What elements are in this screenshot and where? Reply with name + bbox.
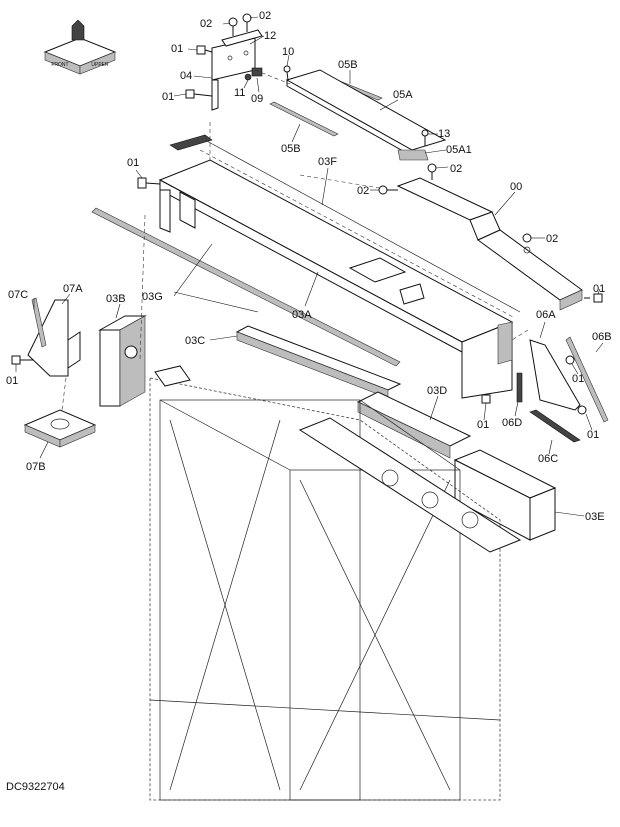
callout-05a1: 05A1 bbox=[446, 144, 472, 156]
plate-05a bbox=[285, 69, 447, 161]
callout-03b: 03B bbox=[106, 293, 126, 305]
strip-05b-lower bbox=[269, 101, 339, 137]
callout-06d: 06D bbox=[502, 417, 522, 429]
callout-06b: 06B bbox=[592, 331, 612, 343]
cooling-frame bbox=[149, 365, 522, 801]
callout-13: 13 bbox=[438, 128, 450, 140]
callout-01: 01 bbox=[593, 283, 605, 295]
callout-03c: 03C bbox=[185, 335, 205, 347]
badge-right-text: UPPER bbox=[91, 62, 109, 68]
callout-05a: 05A bbox=[393, 89, 413, 101]
callout-00: 00 bbox=[510, 181, 522, 193]
bracket-04 bbox=[211, 29, 263, 111]
callout-03e: 03E bbox=[585, 511, 605, 523]
callout-12: 12 bbox=[264, 30, 276, 42]
callout-01: 01 bbox=[6, 375, 18, 387]
cover-03f bbox=[158, 134, 521, 343]
pad-03d bbox=[356, 391, 472, 459]
clip-09 bbox=[251, 67, 263, 77]
bracket-00 bbox=[396, 177, 583, 311]
block-03b bbox=[98, 315, 147, 407]
callout-05b: 05B bbox=[281, 143, 301, 155]
callout-03g: 03G bbox=[142, 291, 163, 303]
seal-06b bbox=[565, 336, 609, 423]
assembly-lines bbox=[61, 69, 529, 411]
seal-03g bbox=[91, 207, 401, 367]
bolt-13 bbox=[421, 129, 429, 146]
bracket-06a bbox=[529, 339, 581, 411]
callout-03d: 03D bbox=[427, 385, 447, 397]
seal-07c bbox=[31, 297, 47, 348]
callout-04: 04 bbox=[180, 70, 192, 82]
callout-02: 02 bbox=[200, 18, 212, 30]
callout-02: 02 bbox=[259, 10, 271, 22]
callout-05b: 05B bbox=[338, 59, 358, 71]
nut-11 bbox=[244, 73, 252, 81]
washer-07b bbox=[23, 409, 97, 448]
pad-03c bbox=[235, 325, 402, 399]
callout-01: 01 bbox=[127, 157, 139, 169]
document-code: DC9322704 bbox=[6, 781, 65, 793]
cover-03a bbox=[159, 179, 513, 399]
callout-03a: 03A bbox=[292, 309, 312, 321]
callout-07c: 07C bbox=[8, 289, 28, 301]
callout-01: 01 bbox=[587, 429, 599, 441]
callout-02: 02 bbox=[357, 185, 369, 197]
callout-01: 01 bbox=[572, 373, 584, 385]
bolt-10 bbox=[283, 65, 291, 81]
callout-01: 01 bbox=[477, 419, 489, 431]
callout-02: 02 bbox=[450, 163, 462, 175]
callout-07b: 07B bbox=[26, 461, 46, 473]
seal-06c bbox=[529, 409, 581, 443]
pad-03e bbox=[453, 449, 557, 541]
callout-06a: 06A bbox=[536, 309, 556, 321]
bolt-01-06a bbox=[481, 355, 587, 415]
bolt-01-right bbox=[584, 293, 603, 303]
callout-06c: 06C bbox=[538, 453, 558, 465]
badge-top-text: LEFT bbox=[74, 44, 86, 50]
callout-09: 09 bbox=[251, 93, 263, 105]
callout-11: 11 bbox=[234, 87, 245, 99]
callout-01: 01 bbox=[162, 91, 174, 103]
callout-03f: 03F bbox=[318, 156, 337, 168]
callout-07a: 07A bbox=[63, 283, 83, 295]
callout-10: 10 bbox=[282, 46, 294, 58]
orientation-badge: LEFT FRONT UPPER bbox=[43, 19, 117, 75]
bracket-07a bbox=[27, 299, 81, 377]
callout-02: 02 bbox=[546, 233, 558, 245]
leader-lines bbox=[15, 16, 604, 517]
bolt-01-bracket bbox=[185, 45, 213, 99]
bolt-01-left bbox=[137, 177, 161, 189]
callout-01: 01 bbox=[171, 43, 183, 55]
seal-06d bbox=[516, 372, 523, 403]
badge-left-text: FRONT bbox=[51, 62, 68, 68]
